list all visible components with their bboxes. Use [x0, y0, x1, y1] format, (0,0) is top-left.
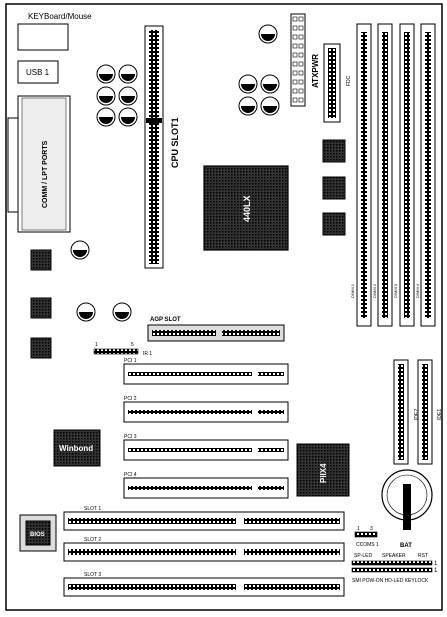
piix4-chip [296, 443, 350, 497]
capacitor-group-middle [238, 24, 280, 116]
pci-slot-4 [123, 477, 289, 499]
slot2-label: SLOT 2 [84, 537, 101, 543]
rst-label: RST [418, 553, 428, 559]
pci3-label: PCI 3 [124, 434, 137, 440]
slot1-label: SLOT 1 [84, 506, 101, 512]
fdc-label: FDC [346, 75, 352, 86]
chip-440lx [203, 165, 289, 251]
winbond-label: Winbond [59, 444, 93, 453]
front-panel-bottom-label: SMI POW-ON HD-LED KEYLOCK [352, 578, 429, 584]
bat-label: BAT [400, 543, 412, 549]
winbond-chip [53, 429, 101, 467]
fdc-connector [323, 43, 341, 123]
capacitor-left-2-fill [79, 312, 93, 319]
dimm-slots [356, 23, 436, 327]
agp-slot [147, 324, 285, 342]
coms1-label: CCOMS 1 [356, 542, 379, 548]
ide2-connector [393, 359, 409, 465]
capacitor-left-1-fill [73, 250, 87, 257]
usb-port [17, 60, 59, 84]
ir-label: IR 1 [143, 351, 152, 357]
capacitor-left-3-fill [115, 312, 129, 319]
bios-label: BIOS [30, 532, 45, 538]
pci2-label: PCI 2 [124, 396, 137, 402]
capacitor-group-left [96, 64, 138, 127]
isa-slot-1 [63, 511, 345, 531]
agp-slot-label: AGP SLOT [150, 317, 181, 323]
pci-slot-3 [123, 439, 289, 461]
pci-slot-1 [123, 363, 289, 385]
front-panel-header-row1 [351, 560, 433, 566]
ir-header [93, 348, 139, 355]
small-chip-1 [322, 139, 346, 163]
ide1-label: IDE1 [437, 409, 443, 420]
row2-pin-label: 1 [434, 568, 438, 574]
keyboard-mouse-port [17, 23, 69, 51]
ide1-connector [417, 359, 433, 465]
atxpwr-label: ATXPWR [311, 54, 320, 88]
speaker-label: SPEAKER [382, 553, 406, 559]
comm-lpt-ports [7, 95, 71, 233]
cpu-slot-label: CPU SLOT1 [170, 117, 180, 168]
row1-pin-label: 1 [434, 561, 438, 567]
battery [381, 469, 433, 530]
sp-led-label: SP-LED [354, 553, 372, 559]
dimm4-label: DIMM 4 [415, 283, 420, 298]
dimm3-label: DIMM 3 [393, 283, 398, 298]
small-chip-2 [322, 176, 346, 200]
usb-label: USB 1 [26, 68, 50, 77]
isa-slot-2 [63, 542, 345, 562]
coms-pin1-label: 1 [357, 526, 360, 532]
piix4-label: PIIX4 [319, 463, 328, 483]
chip-440lx-label: 440LX [242, 195, 252, 222]
small-chip-left-1 [30, 249, 52, 271]
small-chip-3 [322, 212, 346, 236]
ir-pin1-label: 1 [95, 342, 98, 348]
ide2-label: IDE2 [414, 409, 420, 420]
ir-pin5-label: 5 [131, 342, 134, 348]
bios-chip [25, 520, 51, 546]
dimm1-label: DIMM 1 [350, 283, 355, 298]
dimm2-label: DIMM 2 [372, 283, 377, 298]
small-chip-left-3 [30, 337, 52, 359]
small-chip-left-2 [30, 297, 52, 319]
keyboard-mouse-label: KEYBoard/Mouse [28, 12, 92, 21]
pci-slot-2 [123, 401, 289, 423]
pci4-label: PCI 4 [124, 472, 137, 478]
coms-header [354, 531, 378, 538]
comm-lpt-label: COMM / LPT PORTS [42, 140, 49, 208]
atx-power-connector [290, 13, 306, 107]
slot3-label: SLOT 3 [84, 572, 101, 578]
pci1-label: PCI 1 [124, 358, 137, 364]
isa-slot-3 [63, 577, 345, 597]
front-panel-header-row2 [351, 567, 433, 573]
cpu-slot-1 [144, 25, 164, 269]
coms-pin3-label: 3 [370, 526, 373, 532]
